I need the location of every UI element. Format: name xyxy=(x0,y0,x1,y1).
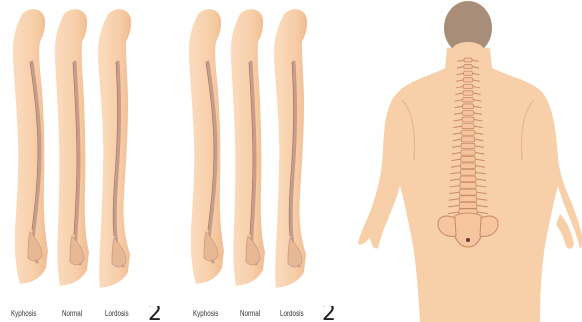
vertebra xyxy=(461,163,476,169)
vertebra xyxy=(461,150,475,155)
vertebra xyxy=(464,65,472,69)
label-lordosis-2: Lordosis xyxy=(280,309,304,318)
label-lordosis-1: Lordosis xyxy=(105,309,129,318)
vertebra xyxy=(462,110,473,115)
profile-kyphosis-1 xyxy=(13,9,48,284)
panel-mark-1: 2 xyxy=(148,306,162,322)
vertebra xyxy=(462,104,473,109)
label-kyphosis-1: Kyphosis xyxy=(11,309,36,318)
profile-lordosis-1 xyxy=(98,9,131,288)
vertebra xyxy=(464,58,472,62)
profile-lordosis-2 xyxy=(274,9,307,288)
profile-kyphosis-2 xyxy=(189,9,224,284)
vertebra xyxy=(464,71,473,75)
back-view-figure xyxy=(358,1,582,322)
label-normal-2: Normal xyxy=(240,309,260,318)
profile-normal-2 xyxy=(231,9,265,286)
vertebra xyxy=(459,202,477,208)
vertebra xyxy=(460,170,475,176)
panel-mark-2: 2 xyxy=(322,306,336,322)
vertebra xyxy=(461,137,474,142)
vertebra xyxy=(461,143,475,148)
vertebra xyxy=(460,189,477,195)
vertebra xyxy=(463,97,474,102)
vertebra xyxy=(462,124,474,129)
vertebra xyxy=(459,196,476,202)
vertebra xyxy=(463,84,473,88)
vertebra xyxy=(460,183,476,189)
profile-normal-1 xyxy=(55,9,89,286)
label-normal-1: Normal xyxy=(62,309,82,318)
vertebra xyxy=(462,117,474,122)
vertebra xyxy=(463,78,472,82)
coccyx-dot xyxy=(466,238,470,242)
label-kyphosis-2: Kyphosis xyxy=(193,309,218,318)
vertebra xyxy=(460,176,476,182)
nape xyxy=(452,42,484,58)
vertebra xyxy=(461,156,476,161)
vertebra xyxy=(463,91,473,95)
vertebra xyxy=(462,130,475,135)
